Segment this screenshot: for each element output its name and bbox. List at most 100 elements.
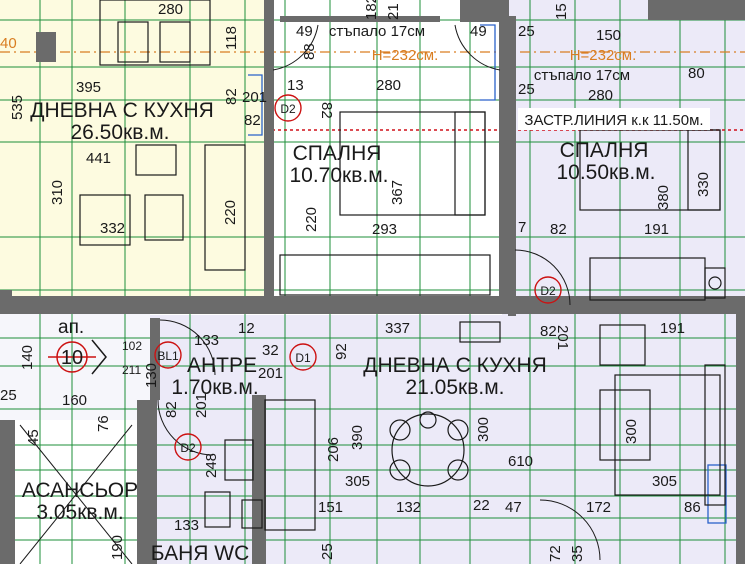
- dim-82-f: 82: [163, 401, 180, 418]
- dim-25-c: 25: [0, 387, 17, 404]
- step-label-2: стъпало 17см: [534, 67, 630, 84]
- dim-395: 395: [76, 79, 101, 96]
- entry-name: АНТРЕ: [187, 354, 257, 377]
- living-right-name: ДНЕВНА С КУХНЯ: [363, 354, 547, 377]
- dim-220-mid: 220: [303, 207, 320, 232]
- door-label-d1: D1: [295, 351, 311, 365]
- dim-25-b: 25: [518, 81, 535, 98]
- door-label-d2-c: D2: [180, 441, 196, 455]
- bedroom1-name: СПАЛНЯ: [293, 142, 382, 165]
- dim-441: 441: [86, 150, 111, 167]
- dim-201-a: 201: [242, 89, 267, 106]
- dim-390: 390: [349, 425, 366, 450]
- dim-12: 12: [238, 320, 255, 337]
- dim-130: 130: [143, 363, 160, 388]
- dim-172: 172: [586, 499, 611, 516]
- door-swings: [157, 24, 601, 561]
- dim-72: 72: [547, 545, 564, 562]
- dim-332: 332: [100, 220, 125, 237]
- dim-82-c: 82: [244, 112, 261, 129]
- dim-280-right: 280: [588, 87, 613, 104]
- dim-206: 206: [325, 437, 342, 462]
- furniture: [79, 0, 726, 531]
- dim-293: 293: [372, 221, 397, 238]
- door-marker-bl1: [154, 341, 182, 369]
- bedroom2-area: 10.50кв.м.: [556, 161, 655, 184]
- dim-182: 182: [363, 0, 380, 20]
- dim-151: 151: [318, 499, 343, 516]
- dim-82-a: 82: [223, 88, 240, 105]
- living-left-name: ДНЕВНА С КУХНЯ: [30, 99, 214, 122]
- blue-fixture: [707, 464, 727, 524]
- dim-300-mid: 300: [475, 417, 492, 442]
- dim-535: 535: [9, 95, 26, 120]
- dim-201-b: 201: [554, 325, 571, 350]
- apartment-arrow: [91, 339, 107, 375]
- dim-133-a: 133: [194, 332, 219, 349]
- dim-76: 76: [95, 415, 112, 432]
- dim-201-d: 201: [193, 393, 210, 418]
- dim-330: 330: [695, 172, 712, 197]
- blue-step-outline: [480, 24, 496, 101]
- dim-380: 380: [655, 185, 672, 210]
- dim-300-right: 300: [623, 419, 640, 444]
- dim-160: 160: [62, 392, 87, 409]
- dim-13: 13: [287, 77, 304, 94]
- dim-305-b: 305: [652, 473, 677, 490]
- dim-140: 140: [19, 345, 36, 370]
- dim-86: 86: [684, 499, 701, 516]
- door-label-d2-b: D2: [540, 284, 556, 298]
- elevator-area: 3.05кв.м.: [36, 501, 123, 524]
- dim-82-d: 82: [550, 221, 567, 238]
- dim-40: 40: [0, 35, 17, 52]
- entry-area: 1.70кв.м.: [171, 376, 258, 399]
- door-marker-d2-c: [174, 433, 202, 461]
- door-marker-d1: [289, 343, 317, 371]
- door-marker-d2-a: [274, 94, 302, 122]
- dim-610: 610: [508, 453, 533, 470]
- dim-191-b: 191: [660, 320, 685, 337]
- dim-49-b: 49: [470, 23, 487, 40]
- dim-280-top: 280: [158, 1, 183, 18]
- dim-310: 310: [49, 180, 66, 205]
- living-right-area: 21.05кв.м.: [405, 376, 504, 399]
- dim-102: 102: [122, 339, 142, 353]
- dim-118: 118: [223, 26, 240, 50]
- build-line-label-bg: [518, 108, 710, 130]
- dim-25-a: 25: [518, 23, 535, 40]
- dim-49-a: 49: [296, 23, 313, 40]
- dim-80: 80: [688, 65, 705, 82]
- dim-21: 21: [385, 3, 402, 20]
- dim-25-d: 25: [319, 543, 336, 560]
- door-label-bl1: BL1: [157, 349, 179, 363]
- door-marker-d2-b: [534, 276, 562, 304]
- dim-7: 7: [518, 219, 526, 236]
- dim-47: 47: [505, 499, 522, 516]
- dim-337: 337: [385, 320, 410, 337]
- elevator-name: АСАНСЬОР: [22, 479, 138, 502]
- dim-32: 32: [262, 342, 279, 359]
- step-label-1: стъпало 17см: [329, 23, 425, 40]
- dim-22: 22: [473, 497, 490, 514]
- dim-88: 88: [301, 43, 318, 60]
- dim-220-left: 220: [222, 200, 239, 225]
- dim-150: 150: [596, 27, 621, 44]
- dim-92: 92: [333, 343, 350, 360]
- bath-name: БАНЯ WC: [151, 542, 249, 564]
- dim-305-a: 305: [345, 473, 370, 490]
- dim-82-e: 82: [540, 323, 557, 340]
- dim-35: 35: [569, 545, 586, 562]
- height-label-1: H=232см.: [372, 47, 439, 64]
- dim-132: 132: [396, 499, 421, 516]
- dim-45: 45: [25, 429, 42, 446]
- living-left-area: 26.50кв.м.: [70, 121, 169, 144]
- dim-248: 248: [203, 453, 220, 478]
- dim-190: 190: [109, 535, 126, 560]
- dim-280-mid: 280: [376, 77, 401, 94]
- apartment-label: ап.: [58, 317, 84, 338]
- dim-211: 211: [122, 363, 141, 377]
- bedroom1-area: 10.70кв.м.: [289, 164, 388, 187]
- blue-step-outline-2: [248, 74, 263, 136]
- dim-191-a: 191: [644, 221, 669, 238]
